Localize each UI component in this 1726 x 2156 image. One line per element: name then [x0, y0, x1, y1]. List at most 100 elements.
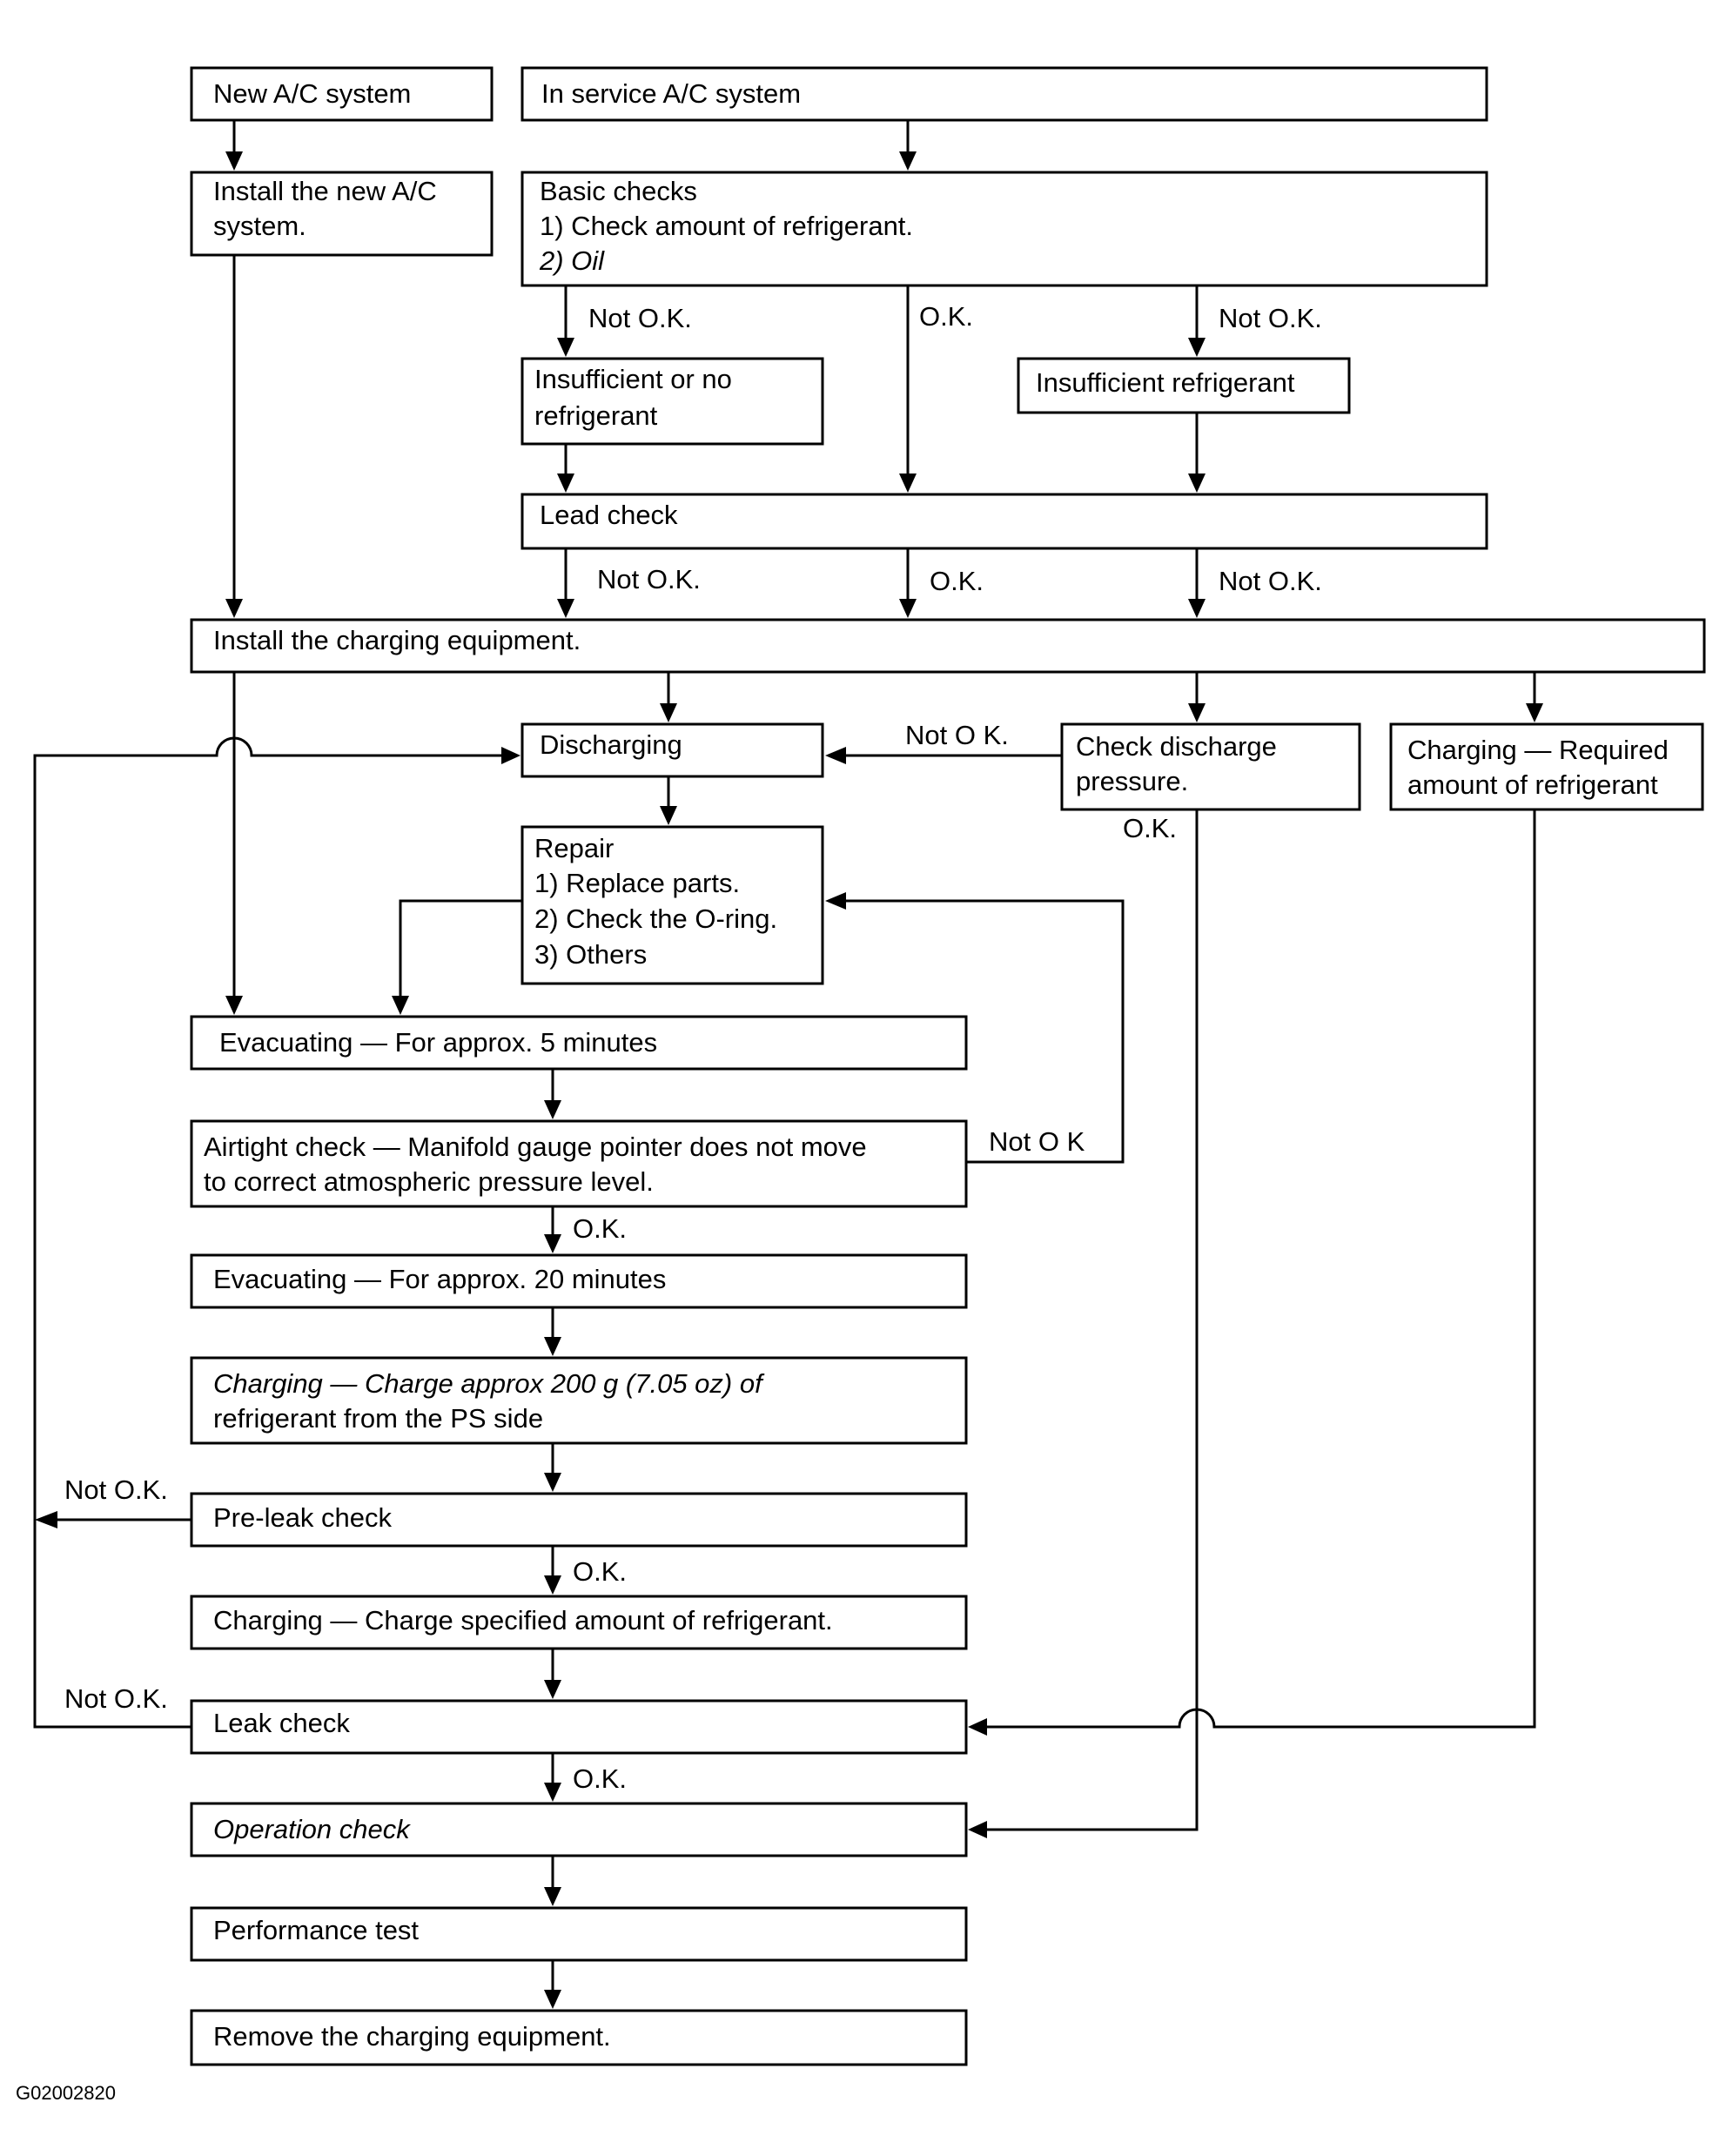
node-in-service: In service A/C system	[541, 78, 801, 109]
node-airtight-box	[190, 1119, 968, 1208]
edge-check-discharge-ok-to-operation	[982, 809, 1199, 1831]
arrowhead-left	[35, 1511, 57, 1528]
label-basic-mid-ok: O.K.	[919, 301, 973, 332]
node-airtight-line2: to correct atmospheric pressure level.	[204, 1166, 654, 1197]
node-charge-spec-box	[190, 1595, 968, 1650]
node-repair-line4: 3) Others	[534, 939, 647, 970]
label-basic-right-notok: Not O.K.	[1219, 303, 1322, 333]
node-check-discharge-box	[1060, 722, 1361, 811]
arrowhead-down	[899, 474, 917, 493]
node-pre-leak: Pre-leak check	[213, 1502, 393, 1533]
node-install-charging-box	[190, 618, 1706, 674]
node-new-ac-box	[190, 66, 494, 122]
label-leak-ok: O.K.	[573, 1763, 627, 1794]
node-repair-line3: 2) Check the O-ring.	[534, 903, 777, 934]
node-in-service-box	[520, 66, 1488, 122]
node-insufficient-box	[1017, 357, 1351, 414]
node-insufficient: Insufficient refrigerant	[1036, 367, 1295, 398]
node-basic-checks-line1: Basic checks	[540, 176, 697, 206]
node-new-ac: New A/C system	[213, 78, 411, 109]
node-operation-check: Operation check	[213, 1814, 411, 1844]
arrowhead-down	[1188, 599, 1206, 618]
arrowhead-down	[544, 1337, 561, 1356]
node-insufficient-no-box	[520, 357, 824, 446]
node-performance-test-box	[190, 1906, 968, 1962]
arrowhead-down	[1188, 703, 1206, 722]
node-evac-5: Evacuating — For approx. 5 minutes	[219, 1027, 657, 1058]
node-performance-test: Performance test	[213, 1915, 419, 1945]
arrowhead-right	[501, 747, 520, 764]
arrowhead-down	[1188, 338, 1206, 357]
arrowhead-left	[968, 1821, 987, 1838]
node-basic-checks-line2: 1) Check amount of refrigerant.	[540, 211, 913, 241]
arrowhead-down	[544, 1473, 561, 1492]
arrowhead-down	[544, 1887, 561, 1906]
edge-repair-to-evac5	[399, 899, 522, 1003]
arrowhead-down	[544, 1100, 561, 1119]
arrowhead-down	[660, 806, 677, 825]
label-basic-left-notok: Not O.K.	[588, 303, 692, 333]
node-charge-spec: Charging — Charge specified amount of re…	[213, 1605, 833, 1635]
label-lead-mid-ok: O.K.	[930, 566, 984, 596]
label-lead-left-notok: Not O.K.	[597, 564, 701, 594]
node-remove-charging-box	[190, 2009, 968, 2066]
node-operation-check-box	[190, 1802, 968, 1857]
node-charge-200-box	[190, 1356, 968, 1445]
arrowhead-down	[544, 1680, 561, 1699]
node-repair-line2: 1) Replace parts.	[534, 868, 740, 898]
label-preleak-notok: Not O.K.	[64, 1474, 168, 1505]
connectors	[33, 120, 1543, 2009]
node-evac-5-box	[190, 1015, 968, 1071]
arrowhead-down	[544, 1990, 561, 2009]
arrowhead-down	[1188, 474, 1206, 493]
arrowhead-down	[544, 1575, 561, 1595]
label-airtight-notok: Not O K	[989, 1126, 1085, 1157]
arrowhead-down	[225, 599, 243, 618]
node-leak-check-box	[190, 1699, 968, 1755]
edge-left-loop-to-discharging	[33, 736, 508, 1729]
node-lead-check-box	[520, 493, 1488, 550]
node-check-discharge-line1: Check discharge	[1076, 731, 1277, 762]
arrowhead-left	[825, 892, 846, 910]
arrowhead-left	[968, 1718, 987, 1736]
edge-required-to-leak	[982, 809, 1536, 1729]
node-install-charging: Install the charging equipment.	[213, 625, 581, 655]
arrowhead-down	[225, 996, 243, 1015]
arrowhead-down	[225, 151, 243, 171]
node-remove-charging: Remove the charging equipment.	[213, 2021, 611, 2052]
node-evac-20-box	[190, 1253, 968, 1309]
node-evac-20: Evacuating — For approx. 20 minutes	[213, 1264, 666, 1294]
node-discharging: Discharging	[540, 729, 682, 760]
node-basic-checks-line3: 2) Oil	[539, 245, 605, 276]
arrowhead-down	[544, 1234, 561, 1253]
arrowhead-down	[660, 703, 677, 722]
node-charge-200-line1: Charging — Charge approx 200 g (7.05 oz)…	[213, 1368, 765, 1399]
arrowhead-down	[899, 151, 917, 171]
arrowhead-down	[557, 474, 574, 493]
node-insufficient-no-line2: refrigerant	[534, 400, 658, 431]
node-airtight-line1: Airtight check — Manifold gauge pointer …	[204, 1132, 867, 1162]
node-repair-box	[520, 825, 824, 985]
label-discharge-notok: Not O K.	[905, 720, 1009, 750]
arrowhead-down	[544, 1783, 561, 1802]
arrowhead-down	[1526, 703, 1543, 722]
node-charging-required-box	[1389, 722, 1704, 811]
node-install-new-box	[190, 171, 494, 257]
arrowhead-down	[392, 996, 409, 1015]
label-leak-notok: Not O.K.	[64, 1683, 168, 1714]
node-basic-checks-box	[520, 171, 1488, 287]
arrowhead-down	[899, 599, 917, 618]
node-charging-required-line2: amount of refrigerant	[1407, 769, 1658, 800]
arrowhead-down	[557, 599, 574, 618]
node-leak-check: Leak check	[213, 1708, 350, 1738]
node-install-new-line2: system.	[213, 211, 306, 241]
label-discharge-ok: O.K.	[1123, 813, 1177, 843]
label-airtight-ok: O.K.	[573, 1213, 627, 1244]
node-discharging-box	[520, 722, 824, 778]
node-install-new-line1: Install the new A/C	[213, 176, 437, 206]
node-charge-200-line2: refrigerant from the PS side	[213, 1403, 543, 1434]
label-lead-right-notok: Not O.K.	[1219, 566, 1322, 596]
arrowhead-down	[557, 338, 574, 357]
arrowhead-left	[825, 747, 846, 764]
